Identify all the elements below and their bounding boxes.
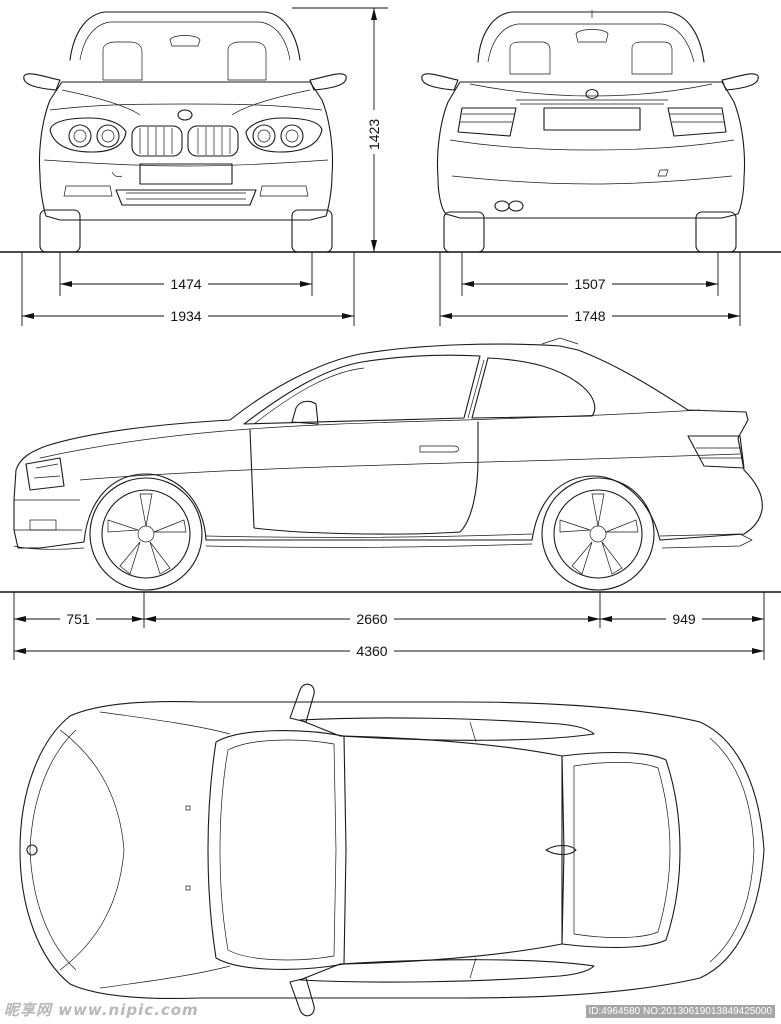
watermark-id: ID:4964580 NO:20130619013849425000 (585, 1005, 775, 1018)
front-track-dimension: 1474 (59, 252, 313, 296)
wheelbase-label: 2660 (356, 611, 387, 627)
length-label: 4360 (356, 643, 387, 659)
front-view (23, 11, 347, 253)
front-track-label: 1474 (170, 276, 201, 292)
rear-width-label: 1748 (574, 308, 605, 324)
rear-track-dimension: 1507 (461, 252, 719, 296)
length-dimension: 4360 (14, 643, 764, 659)
width-label: 1934 (170, 308, 201, 324)
overhang-dimensions: 751 2660 949 (13, 592, 765, 660)
rear-overhang-label: 949 (672, 611, 696, 627)
rear-width-dimension: 1748 (439, 252, 741, 326)
rear-track-label: 1507 (574, 276, 605, 292)
front-overhang-label: 751 (66, 611, 90, 627)
height-label: 1423 (366, 119, 382, 150)
width-dimension: 1934 (21, 252, 355, 326)
side-view (13, 337, 763, 591)
rear-view (421, 10, 759, 253)
height-dimension: 1423 (292, 7, 388, 252)
watermark-logo: 昵享网 www.nipic.com (4, 1001, 199, 1019)
top-view (19, 683, 765, 1017)
